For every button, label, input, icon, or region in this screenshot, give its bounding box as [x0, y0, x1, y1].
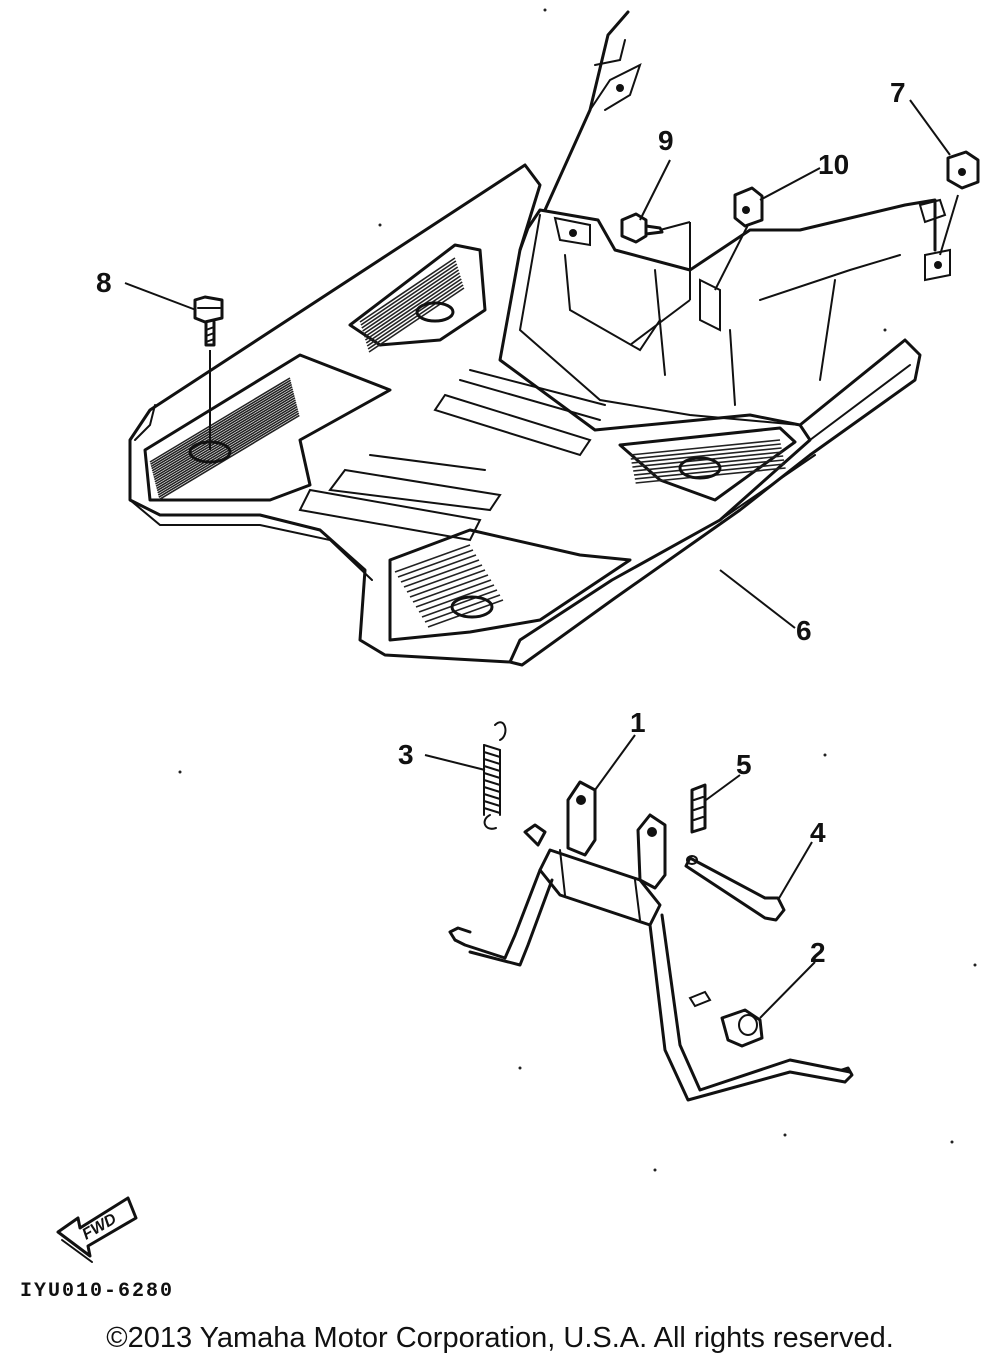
callout-9: 9 — [658, 125, 674, 156]
clip-nut-part-10 — [714, 186, 764, 291]
callout-7: 7 — [890, 77, 906, 108]
footboard-part — [128, 10, 951, 667]
floor-mat-left-front — [359, 257, 465, 353]
pivot-shaft-part-4 — [684, 855, 786, 922]
callout-10: 10 — [818, 149, 849, 180]
cotter-pin-part-5 — [690, 783, 707, 834]
main-stand-part-1 — [448, 780, 854, 1102]
forward-arrow-icon: FWD — [56, 1196, 138, 1263]
screw-part-9 — [620, 212, 691, 346]
stopper-part-2 — [720, 1008, 764, 1048]
diagram-code: IYU010-6280 — [20, 1280, 175, 1303]
callout-2: 2 — [810, 937, 826, 968]
callout-8: 8 — [96, 267, 112, 298]
callout-5: 5 — [736, 749, 752, 780]
mount-hole — [678, 456, 722, 480]
clip-nut-part-7 — [939, 150, 980, 256]
callout-6: 6 — [796, 615, 812, 646]
callout-1: 1 — [630, 707, 646, 738]
bolt-part-8 — [193, 295, 224, 450]
mount-hole — [450, 595, 494, 619]
spring-part-3 — [483, 721, 507, 830]
callout-3: 3 — [398, 739, 414, 770]
mount-hole — [415, 301, 455, 323]
copyright-notice: ©2013 Yamaha Motor Corporation, U.S.A. A… — [106, 1322, 894, 1354]
callout-4: 4 — [810, 817, 826, 848]
